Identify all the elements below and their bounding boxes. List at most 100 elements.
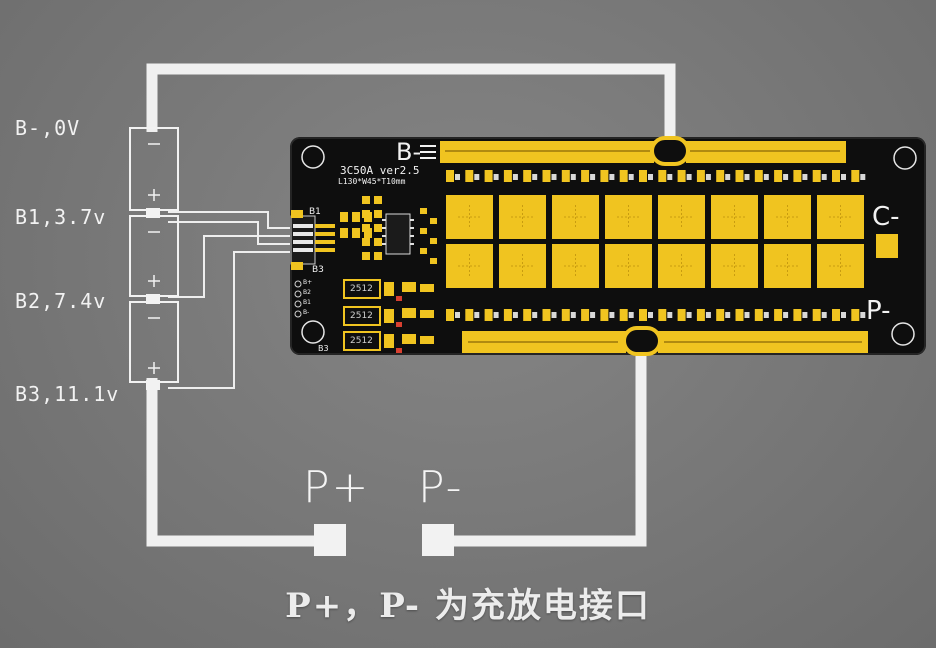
gate-resistor-cap: [474, 312, 480, 318]
label-b-minus: B-,0V: [15, 116, 81, 140]
gate-resistor-cap: [686, 312, 692, 318]
smd-part: [362, 238, 370, 246]
smd-part: [340, 212, 348, 222]
gate-resistor: [716, 170, 725, 182]
gate-resistor-cap: [841, 312, 846, 318]
gate-resistor-cap: [512, 174, 518, 180]
gate-resistor: [793, 170, 802, 182]
gate-resistor-cap: [628, 312, 634, 318]
mounting-holes: [301, 145, 917, 346]
balance-wire-b1: [168, 211, 292, 229]
gate-resistor: [677, 170, 686, 182]
mosfet-marking: [511, 205, 534, 229]
smd-part: [362, 196, 370, 204]
gate-resistor: [851, 309, 860, 321]
gate-resistor: [851, 170, 860, 182]
label-b3: B3,11.1v: [15, 382, 120, 406]
pin-header: [294, 280, 302, 318]
gate-resistor-cap: [609, 312, 615, 318]
gate-resistor: [581, 170, 590, 182]
mosfet-array: [446, 195, 864, 288]
gate-resistor: [793, 309, 802, 321]
wires: [146, 63, 676, 547]
mosfet-marking: [564, 205, 587, 229]
gate-resistor-cap: [455, 174, 460, 180]
control-circuit: [290, 145, 436, 353]
gate-resistor: [696, 309, 705, 321]
gate-resistor: [774, 170, 783, 182]
gate-resistor: [446, 309, 454, 321]
gate-resistor: [484, 170, 493, 182]
p-minus-terminal: [422, 524, 454, 556]
pad-b-minus: [650, 136, 690, 166]
gate-resistor: [677, 309, 686, 321]
gate-resistor: [600, 170, 609, 182]
silkscreen-b-minus-mark: [420, 145, 436, 159]
mosfet-marking: [458, 205, 481, 229]
smd-part: [362, 224, 370, 232]
shunt-resistors: [343, 279, 394, 351]
smd-part: [362, 210, 370, 218]
pad-b3: [291, 262, 303, 270]
gate-resistor-cap: [763, 312, 769, 318]
resistor-code-1: 2512: [350, 284, 373, 294]
cell-link-3: [146, 380, 160, 390]
pad-c-minus: [876, 234, 898, 258]
gate-resistor-cap: [570, 174, 576, 180]
gate-resistor: [735, 309, 744, 321]
balance-wire-b3: [168, 251, 292, 389]
smd-part: [430, 238, 437, 244]
gate-resistor: [523, 309, 532, 321]
gate-resistor: [774, 309, 783, 321]
mosfet-marking: [670, 254, 693, 278]
pcb-label-b-minus: B-: [396, 138, 422, 166]
wire-b-minus: [146, 63, 676, 150]
mosfet-marking: [723, 205, 746, 229]
gate-resistor-cap: [725, 312, 731, 318]
gate-resistor: [754, 309, 763, 321]
gate-resistor-cap: [512, 312, 518, 318]
label-b1: B1,3.7v: [15, 205, 107, 229]
gate-resistor: [465, 309, 474, 321]
gate-resistor-cap: [783, 312, 789, 318]
mosfet-marking: [458, 254, 481, 278]
gate-resistor: [754, 170, 763, 182]
gate-resistor-cap: [474, 174, 480, 180]
gate-resistor: [465, 170, 474, 182]
gate-resistor: [581, 309, 590, 321]
gate-resistor: [619, 309, 628, 321]
gate-resistor-cap: [455, 312, 460, 318]
gate-resistor: [812, 170, 821, 182]
gate-resistor-cap: [783, 174, 789, 180]
gate-resistor-cap: [725, 174, 731, 180]
gate-resistor-cap: [763, 174, 769, 180]
mosfet-marking: [670, 205, 693, 229]
gate-resistor: [832, 309, 840, 321]
gate-resistor-cap: [860, 174, 866, 180]
gate-resistor-cap: [667, 312, 673, 318]
gate-resistor-cap: [821, 174, 827, 180]
pin-label-4: B-: [303, 309, 310, 316]
wire-p-minus: [436, 343, 647, 547]
pcb-label-b3: B3: [312, 265, 324, 275]
label-p-plus: P+: [303, 462, 371, 513]
transistor-pad: [420, 336, 434, 344]
transistor-pad: [402, 282, 416, 292]
mosfet-marking: [776, 205, 799, 229]
gate-resistor-cap: [821, 312, 827, 318]
pcb-label-b3-bottom: B3: [318, 344, 329, 353]
pin-label-3: B1: [303, 299, 311, 306]
gate-resistor-cap: [667, 174, 673, 180]
pcb-size: L130*W45*T10mm: [338, 177, 406, 186]
smd-part: [362, 252, 370, 260]
smd-part: [430, 218, 437, 224]
pin-label-2: B2: [303, 289, 311, 296]
gate-resistor-cap: [493, 174, 499, 180]
label-b2: B2,7.4v: [15, 289, 107, 313]
gate-resistor-cap: [628, 174, 634, 180]
smd-part: [374, 252, 382, 260]
gate-resistor: [716, 309, 725, 321]
connector-traces: [315, 224, 335, 252]
connector-pins: [293, 224, 313, 252]
